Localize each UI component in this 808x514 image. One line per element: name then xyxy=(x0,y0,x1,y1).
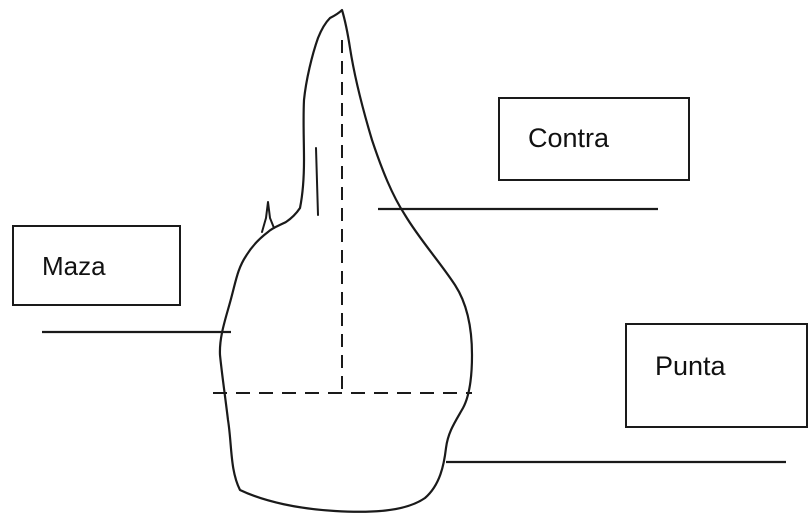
label-punta: Punta xyxy=(655,351,726,381)
object-outline xyxy=(218,8,474,513)
outline-spike xyxy=(261,201,275,233)
inner-stroke xyxy=(315,147,319,216)
label-contra: Contra xyxy=(528,123,610,153)
label-box-punta: Punta xyxy=(625,323,808,428)
label-maza: Maza xyxy=(42,251,106,281)
label-box-contra: Contra xyxy=(498,97,690,181)
label-box-maza: Maza xyxy=(12,225,181,306)
